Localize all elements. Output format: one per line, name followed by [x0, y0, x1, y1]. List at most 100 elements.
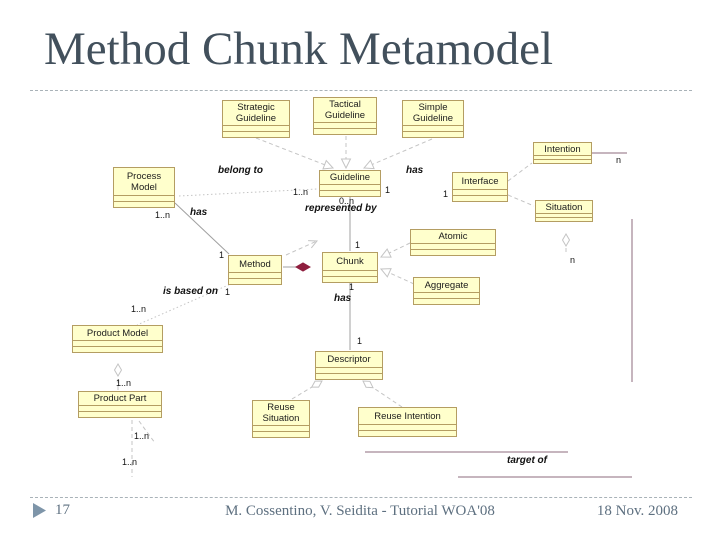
multiplicity-label: 1..n: [131, 304, 147, 314]
class-compartment: [314, 128, 376, 134]
class-compartment: [223, 125, 289, 131]
class-box-aggregate: Aggregate: [413, 277, 480, 305]
class-compartment: [229, 278, 281, 284]
class-compartment: [79, 411, 161, 417]
aggregation-diamond-icon: [561, 233, 571, 247]
class-box-situation: Situation: [535, 200, 593, 222]
multiplicity-label: 1..n: [134, 431, 150, 441]
aggregation-diamond-icon: [362, 380, 374, 389]
class-compartment: [534, 155, 591, 159]
class-compartment: [453, 189, 507, 195]
class-box-guideline: Guideline: [319, 170, 381, 197]
class-box-reuse-intention: Reuse Intention: [358, 407, 457, 437]
class-box-strategic-guideline: Strategic Guideline: [222, 100, 290, 138]
class-box-reuse-situation: Reuse Situation: [252, 400, 310, 438]
slide-marker-arrow-icon: [33, 503, 46, 518]
class-compartment: [323, 276, 377, 282]
class-compartment: [79, 405, 161, 411]
inheritance-arrow-icon: [379, 268, 392, 278]
class-name-label: Interface: [461, 175, 499, 187]
association-label: represented by: [305, 203, 377, 214]
class-box-tactical-guideline: Tactical Guideline: [313, 97, 377, 135]
inheritance-arrow-icon: [322, 159, 335, 170]
class-name-label: Chunk: [336, 256, 364, 267]
connector-line: [136, 282, 234, 326]
class-name-label: Product Model: [86, 327, 149, 339]
class-compartment: [314, 122, 376, 128]
class-compartment: [114, 201, 174, 207]
multiplicity-label: 1: [225, 287, 231, 297]
class-compartment: [73, 340, 162, 346]
class-box-descriptor: Descriptor: [315, 351, 383, 380]
class-compartment: [359, 430, 456, 436]
class-box-product-model: Product Model: [72, 325, 163, 353]
class-name-label: Strategic Guideline: [235, 102, 277, 124]
class-box-method: Method: [228, 255, 282, 285]
connector-line: [138, 420, 156, 444]
connector-line: [362, 380, 403, 408]
class-compartment: [316, 367, 382, 373]
class-compartment: [323, 270, 377, 276]
multiplicity-label: n: [616, 155, 622, 165]
class-box-process-model: Process Model: [113, 167, 175, 208]
class-compartment: [536, 217, 592, 221]
class-compartment: [414, 292, 479, 298]
class-name-label: Process Model: [126, 170, 162, 193]
class-compartment: [403, 131, 463, 137]
class-name-label: Aggregate: [424, 279, 469, 291]
class-compartment: [229, 272, 281, 278]
composition-diamond-icon: [294, 262, 312, 272]
class-compartment: [414, 298, 479, 304]
class-name-label: Method: [239, 258, 271, 270]
class-compartment: [316, 373, 382, 379]
class-compartment: [411, 249, 495, 255]
association-label: target of: [507, 455, 547, 466]
inheritance-arrow-icon: [379, 248, 392, 258]
connector-line: [285, 240, 318, 256]
connector-line: [178, 188, 318, 197]
class-name-label: Guideline: [329, 172, 371, 183]
class-box-intention: Intention: [533, 142, 592, 164]
class-compartment: [320, 190, 380, 196]
association-label: is based on: [163, 286, 219, 297]
open-arrowhead-icon: [308, 240, 319, 249]
footer-credit: M. Cossentino, V. Seidita - Tutorial WOA…: [225, 503, 495, 519]
class-compartment: [223, 131, 289, 137]
class-box-product-part: Product Part: [78, 391, 162, 418]
class-compartment: [403, 125, 463, 131]
title-divider: [30, 90, 692, 91]
class-compartment: [536, 213, 592, 217]
footer-divider: [30, 497, 692, 498]
multiplicity-label: 1..n: [116, 378, 132, 388]
multiplicity-label: n: [570, 255, 576, 265]
class-compartment: [411, 243, 495, 249]
class-compartment: [114, 195, 174, 201]
multiplicity-label: 1..n: [122, 457, 138, 467]
connector-line: [363, 138, 433, 169]
multiplicity-label: 1: [385, 185, 391, 195]
class-box-atomic: Atomic: [410, 229, 496, 256]
multiplicity-label: 1: [349, 282, 355, 292]
connector-line: [507, 162, 533, 182]
class-compartment: [253, 425, 309, 431]
connector-line: [174, 202, 230, 255]
class-compartment: [359, 424, 456, 430]
connector-line: [507, 194, 535, 207]
association-label: has: [406, 165, 424, 176]
connector-line: [380, 242, 411, 258]
class-name-label: Atomic: [438, 231, 468, 242]
class-name-label: Situation: [545, 201, 583, 213]
class-name-label: Reuse Intention: [374, 410, 441, 422]
association-label: has: [334, 293, 352, 304]
association-label: has: [190, 207, 208, 218]
class-name-label: Intention: [544, 143, 581, 155]
multiplicity-label: 1: [355, 240, 361, 250]
class-name-label: Simple Guideline: [412, 102, 454, 124]
inheritance-arrow-icon: [362, 159, 375, 170]
multiplicity-label: 1..n: [155, 210, 171, 220]
connector-line: [255, 137, 334, 169]
class-name-label: Descriptor: [327, 354, 371, 365]
class-compartment: [73, 346, 162, 352]
